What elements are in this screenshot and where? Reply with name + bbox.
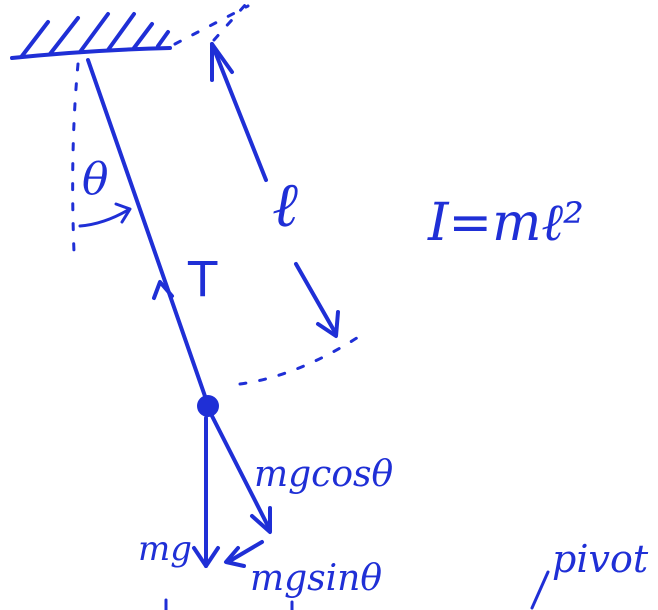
length-dimension (210, 2, 368, 386)
pivot-note-stroke (530, 570, 550, 610)
ceiling-support (10, 4, 250, 60)
length-label: ℓ (272, 168, 298, 241)
vertical-reference-line (71, 62, 80, 254)
tension-arrow (152, 280, 174, 300)
angle-label: θ (82, 154, 109, 205)
tension-label: T (187, 252, 218, 308)
pendulum-rod (86, 58, 209, 404)
inertia-formula: I=mℓ² (427, 193, 584, 253)
pendulum-bob (197, 395, 219, 417)
pivot-note: pivot (552, 537, 649, 581)
radial-force-arrow (210, 414, 272, 534)
radial-force-label: mgcosθ (254, 454, 393, 495)
gravity-arrow (192, 416, 220, 568)
tangential-force-arrow (224, 540, 264, 568)
angle-arc (78, 202, 132, 228)
tangential-force-label: mgsinθ (250, 558, 382, 599)
gravity-label: mg (138, 529, 192, 569)
